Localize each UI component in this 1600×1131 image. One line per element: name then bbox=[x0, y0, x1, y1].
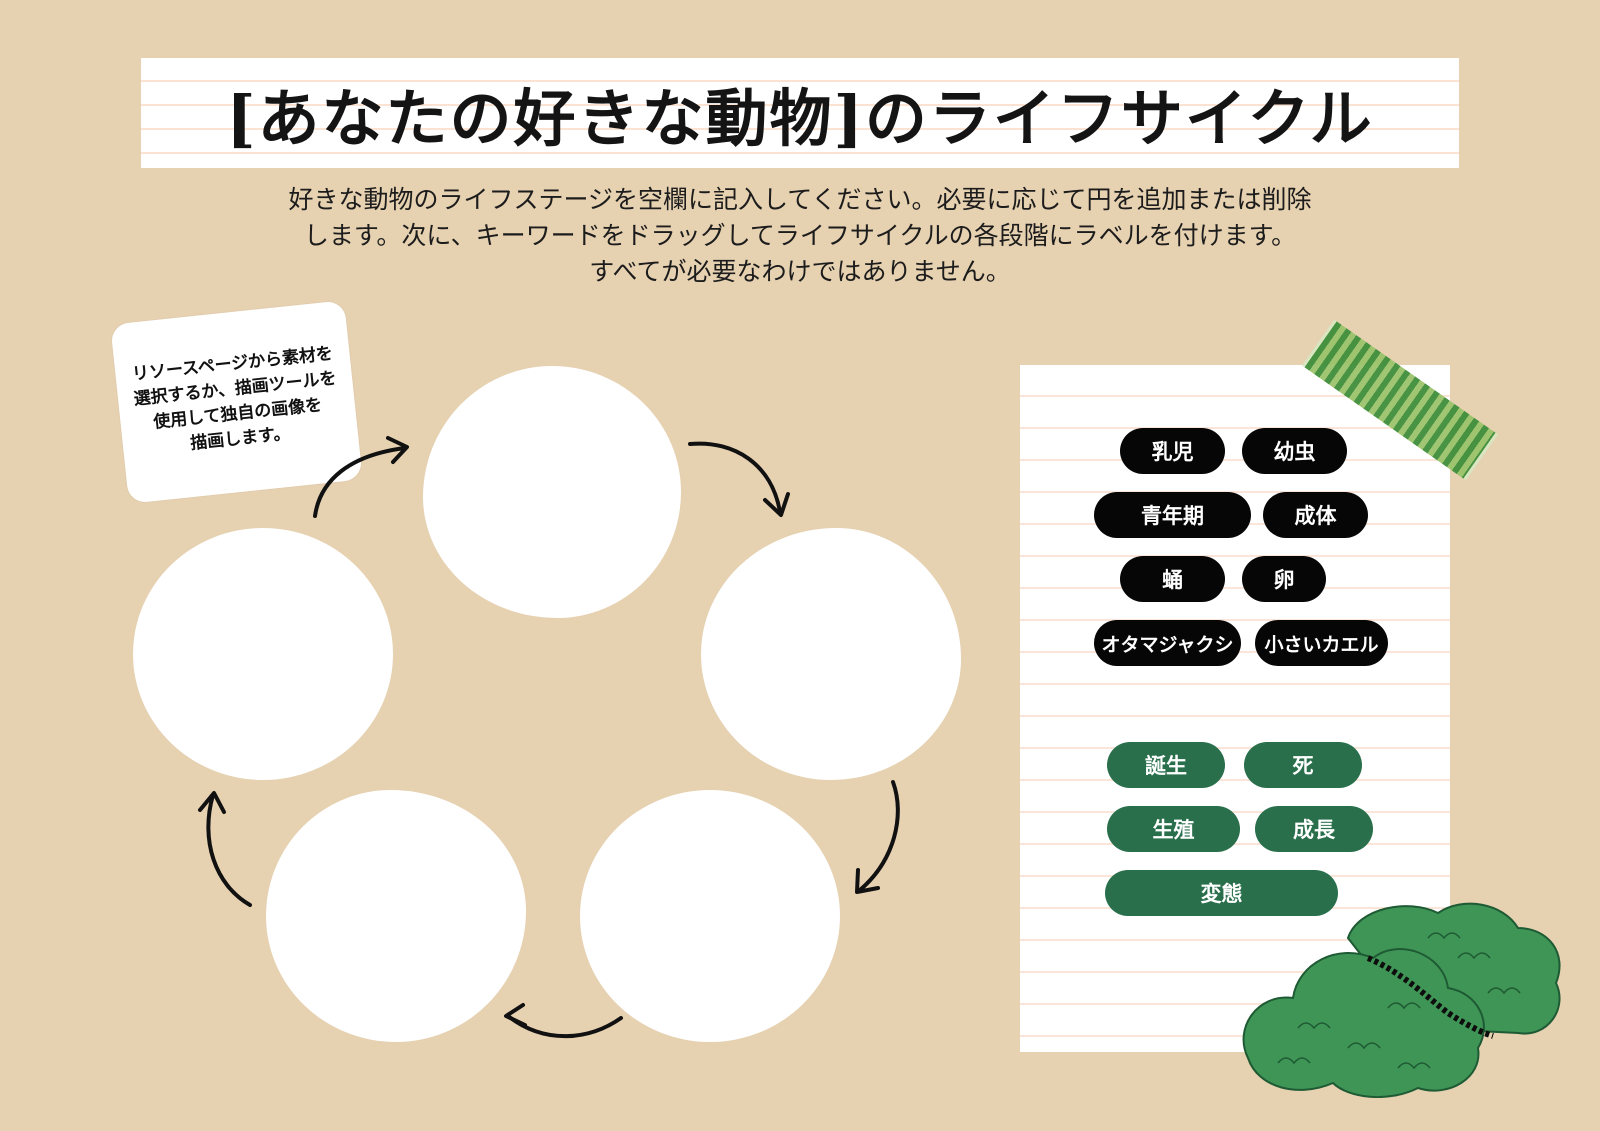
keyword-pill[interactable]: 生殖 bbox=[1107, 806, 1240, 852]
lifecycle-stage-circle-2[interactable] bbox=[701, 528, 961, 780]
cycle-arrow-icon bbox=[198, 791, 252, 907]
lifecycle-stage-circle-1[interactable] bbox=[423, 366, 681, 618]
lifecycle-stage-circle-5[interactable] bbox=[133, 528, 393, 780]
keyword-pill[interactable]: 死 bbox=[1244, 742, 1362, 788]
moss-decoration bbox=[1242, 902, 1561, 1098]
cycle-arrow-icon bbox=[688, 441, 790, 517]
lifecycle-stage-circle-3[interactable] bbox=[580, 790, 840, 1042]
keyword-pill[interactable]: 幼虫 bbox=[1242, 428, 1347, 474]
keyword-pill[interactable]: 卵 bbox=[1242, 556, 1326, 602]
cycle-arrow-icon bbox=[504, 1003, 623, 1039]
instructions: 好きな動物のライフステージを空欄に記入してください。必要に応じて円を追加または削… bbox=[150, 182, 1450, 290]
keyword-pill[interactable]: 小さいカエル bbox=[1255, 620, 1388, 666]
hint-note-text: リソースページから素材を 選択するか、描画ツールを 使用して独自の画像を 描画し… bbox=[122, 341, 351, 463]
keyword-pill[interactable]: 乳児 bbox=[1120, 428, 1225, 474]
keyword-pill[interactable]: 成長 bbox=[1255, 806, 1373, 852]
hint-note-card[interactable]: リソースページから素材を 選択するか、描画ツールを 使用して独自の画像を 描画し… bbox=[110, 300, 363, 504]
keyword-pill[interactable]: 成体 bbox=[1263, 492, 1368, 538]
title-band: [あなたの好きな動物]のライフサイクル bbox=[141, 58, 1459, 168]
instructions-line: 好きな動物のライフステージを空欄に記入してください。必要に応じて円を追加または削… bbox=[288, 185, 1312, 214]
instructions-line: します。次に、キーワードをドラッグしてライフサイクルの各段階にラベルを付けます。 bbox=[303, 221, 1297, 250]
keyword-pill[interactable]: 誕生 bbox=[1107, 742, 1225, 788]
cycle-arrow-icon bbox=[855, 780, 900, 894]
keyword-pill[interactable]: 青年期 bbox=[1094, 492, 1251, 538]
lifecycle-stage-circle-4[interactable] bbox=[266, 790, 526, 1042]
keyword-pill[interactable]: 蛹 bbox=[1120, 556, 1225, 602]
page-title: [あなたの好きな動物]のライフサイクル bbox=[226, 82, 1374, 155]
instructions-line: すべてが必要なわけではありません。 bbox=[589, 257, 1011, 286]
keyword-pill[interactable]: 変態 bbox=[1105, 870, 1338, 916]
keyword-pill[interactable]: オタマジャクシ bbox=[1094, 620, 1241, 666]
